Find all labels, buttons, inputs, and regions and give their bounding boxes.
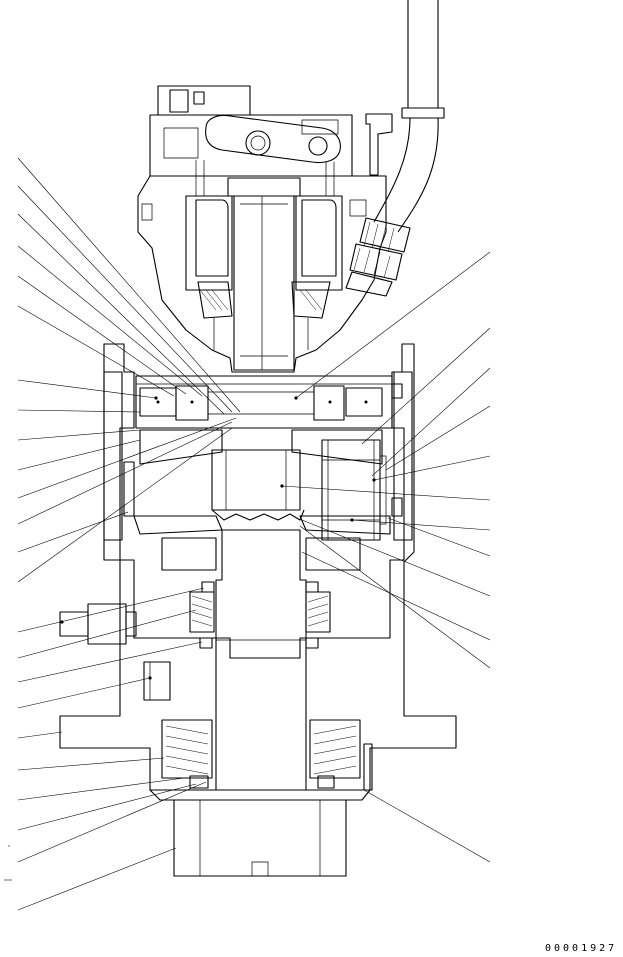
side-fittings	[59, 603, 171, 701]
reduction-housing	[59, 343, 457, 791]
document-number: 00001927	[545, 943, 617, 954]
motor-housing	[137, 175, 387, 373]
hose-assembly	[345, 0, 445, 297]
leader-lines	[4, 157, 491, 911]
output-shaft	[149, 529, 373, 877]
valve-block	[149, 85, 353, 196]
